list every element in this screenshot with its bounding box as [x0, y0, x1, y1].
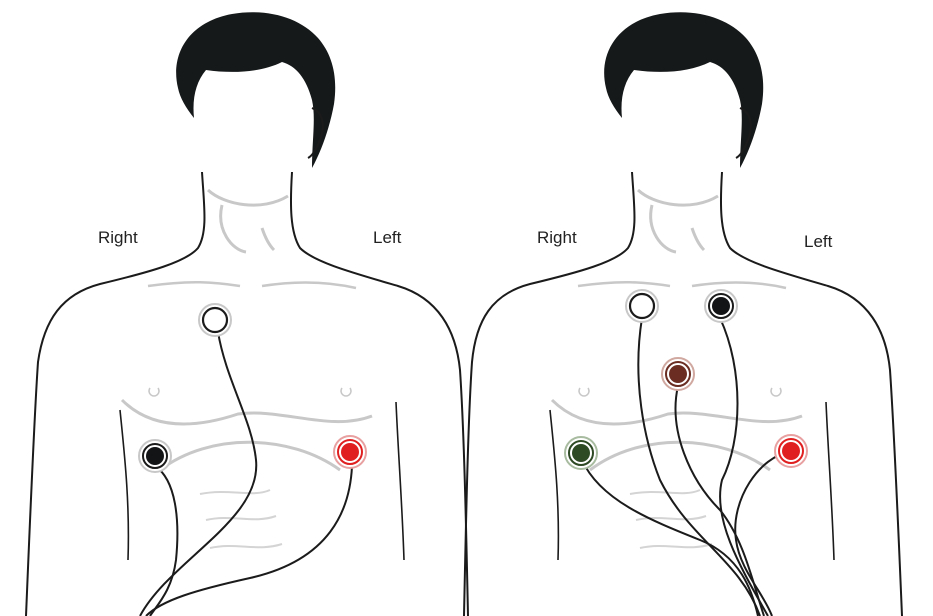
left-figure-right-label: Right: [98, 228, 138, 248]
right-red-electrode: [775, 435, 807, 467]
left-white-electrode: [199, 304, 231, 336]
right-figure-right-label: Right: [537, 228, 577, 248]
left-figure-left-label: Left: [373, 228, 401, 248]
left-black-electrode: [139, 440, 171, 472]
left-figure-wires: [140, 332, 352, 616]
right-figure-torso: [464, 12, 902, 616]
left-red-electrode: [334, 436, 366, 468]
right-brown-electrode: [662, 358, 694, 390]
right-green-electrode: [565, 437, 597, 469]
right-black-electrode: [705, 290, 737, 322]
left-figure-torso: [26, 12, 468, 616]
right-figure-left-label: Left: [804, 232, 832, 252]
right-white-electrode: [626, 290, 658, 322]
